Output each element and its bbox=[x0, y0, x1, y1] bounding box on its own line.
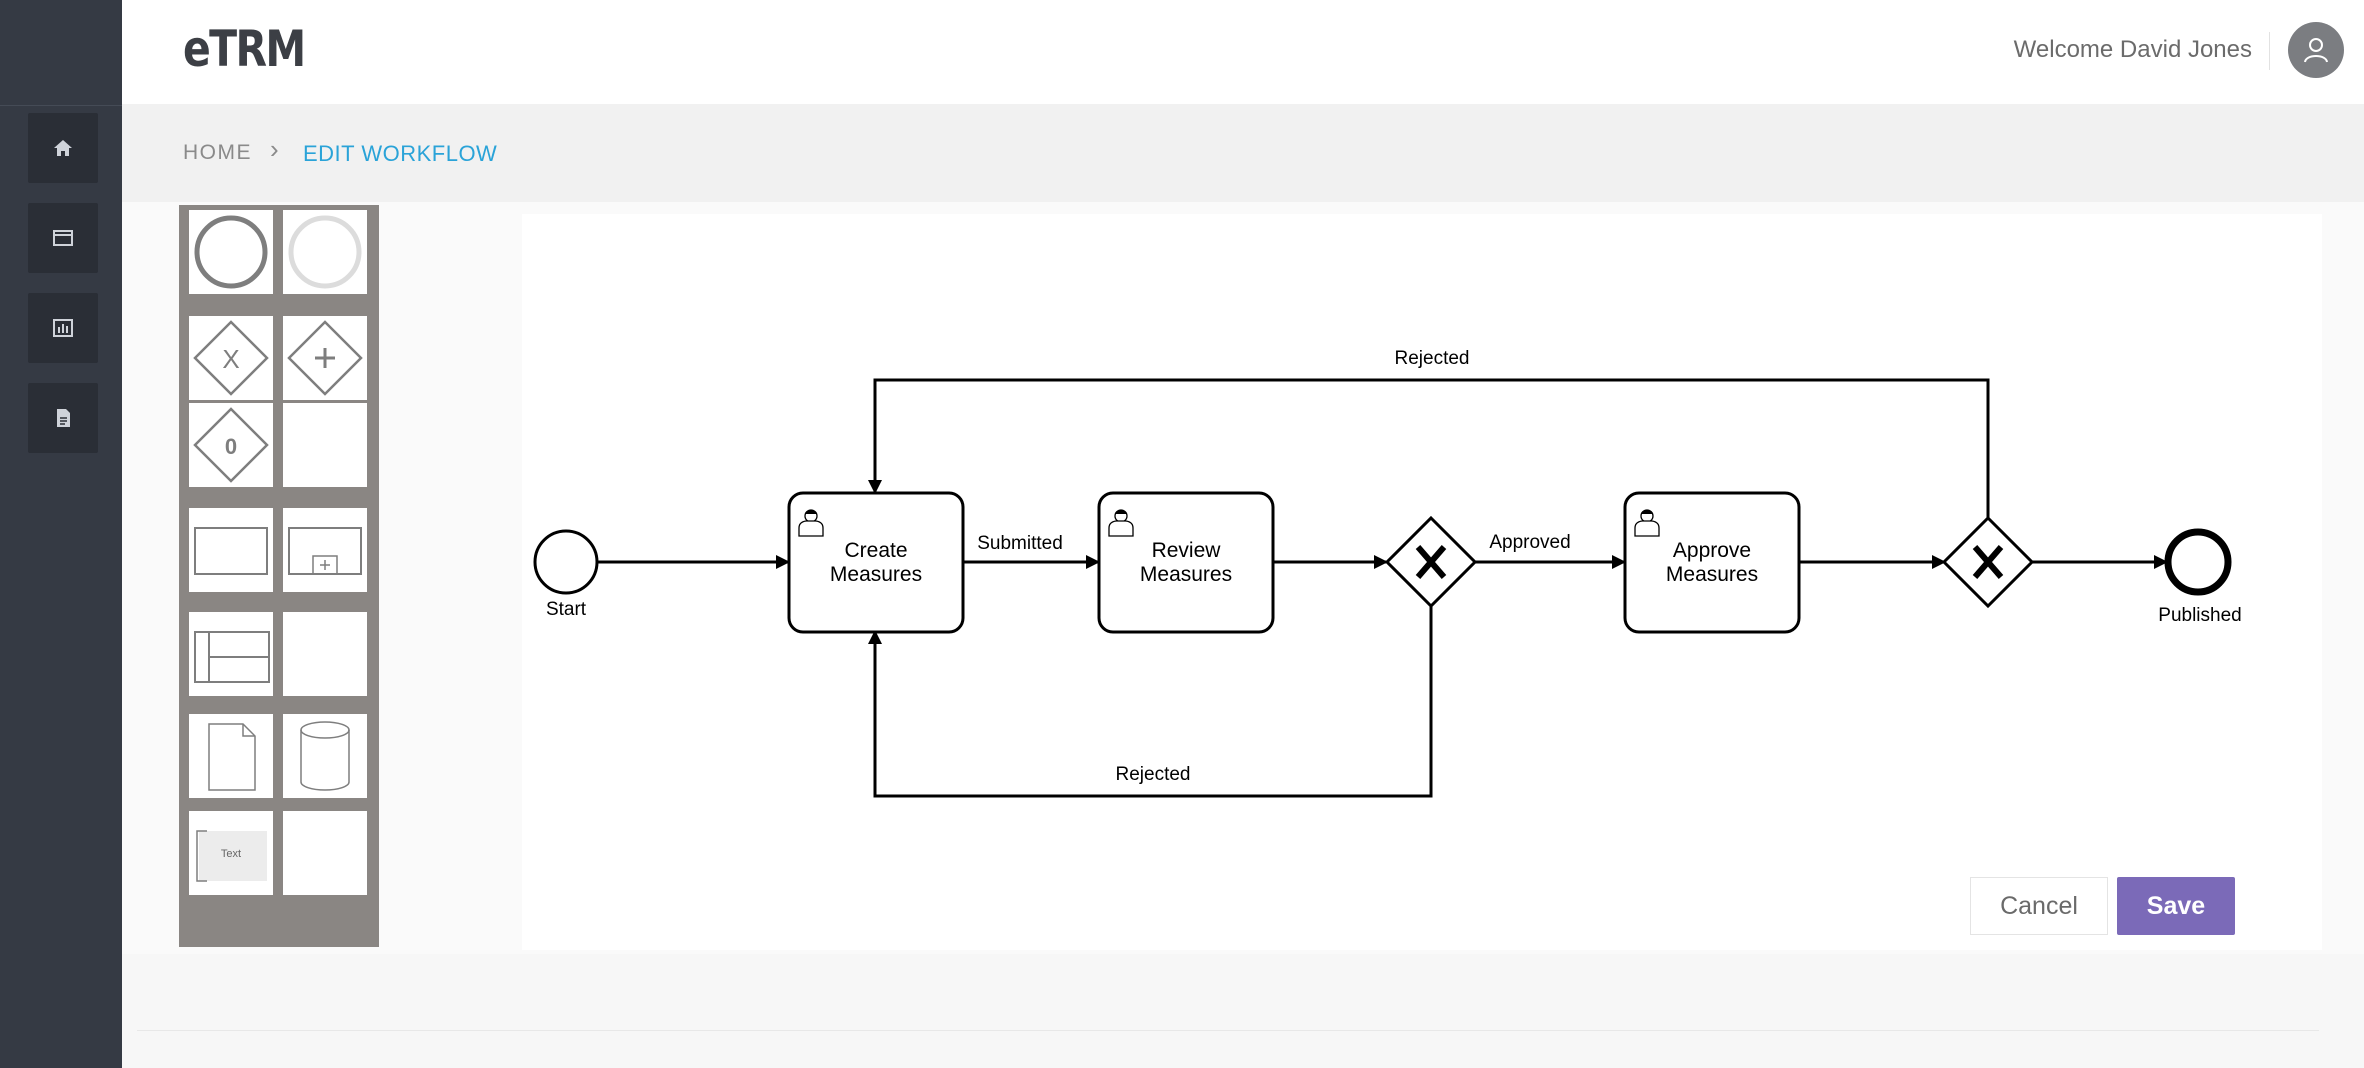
nav-chart-button[interactable] bbox=[28, 293, 98, 363]
flow-label-submitted: Submitted bbox=[977, 533, 1063, 554]
shape-palette: X 0 Text bbox=[179, 205, 379, 947]
side-nav bbox=[0, 0, 122, 1068]
nav-window-button[interactable] bbox=[28, 203, 98, 273]
nav-home-button[interactable] bbox=[28, 113, 98, 183]
user-icon bbox=[2304, 38, 2328, 63]
parallel-gateway-tool[interactable] bbox=[283, 316, 367, 400]
task-label-line2: Measures bbox=[1666, 563, 1758, 586]
empty-tool-slot bbox=[283, 612, 367, 696]
footer-divider bbox=[137, 1030, 2319, 1031]
pool-icon bbox=[194, 631, 270, 683]
top-header: eTRM Welcome David Jones bbox=[122, 0, 2364, 104]
start-event[interactable] bbox=[533, 529, 599, 595]
text-annotation-icon bbox=[196, 830, 267, 882]
task-approve-measures[interactable]: Approve Measures bbox=[1623, 491, 1801, 634]
app-logo: eTRM bbox=[183, 20, 306, 78]
task-create-measures[interactable]: Create Measures bbox=[787, 491, 965, 634]
end-event-tool[interactable] bbox=[283, 210, 367, 294]
flow-label-approved: Approved bbox=[1489, 532, 1570, 553]
svg-text:0: 0 bbox=[225, 434, 237, 459]
document-icon bbox=[57, 409, 70, 427]
exclusive-gateway-approve[interactable] bbox=[1941, 515, 2035, 609]
subprocess-icon bbox=[288, 527, 362, 575]
data-store-icon bbox=[300, 721, 350, 791]
empty-tool-slot bbox=[283, 811, 367, 895]
data-object-tool[interactable] bbox=[189, 714, 273, 798]
breadcrumb: HOME › EDIT WORKFLOW bbox=[122, 104, 2364, 202]
start-event-icon bbox=[194, 215, 268, 289]
task-tool[interactable] bbox=[189, 508, 273, 592]
end-label: Published bbox=[2158, 605, 2241, 626]
end-event-icon bbox=[288, 215, 362, 289]
task-review-measures[interactable]: Review Measures bbox=[1097, 491, 1275, 634]
exclusive-gateway-review[interactable] bbox=[1384, 515, 1478, 609]
inclusive-gateway-icon: 0 bbox=[193, 407, 269, 483]
task-label-line2: Measures bbox=[1140, 563, 1232, 586]
data-store-tool[interactable] bbox=[283, 714, 367, 798]
header-divider bbox=[2269, 32, 2270, 70]
chart-icon bbox=[53, 319, 73, 337]
rail-top bbox=[0, 0, 122, 106]
window-icon bbox=[53, 230, 73, 246]
flow-label-rejected-bottom: Rejected bbox=[1116, 764, 1191, 785]
start-label: Start bbox=[546, 599, 587, 620]
text-annotation-label: Text bbox=[220, 848, 242, 860]
inclusive-gateway-tool[interactable]: 0 bbox=[189, 403, 273, 487]
task-label-line1: Create bbox=[844, 539, 907, 562]
text-annotation-tool[interactable]: Text bbox=[189, 811, 273, 895]
flow-rejected-bottom[interactable] bbox=[868, 606, 1433, 798]
task-label-line2: Measures bbox=[830, 563, 922, 586]
task-icon bbox=[194, 527, 268, 575]
exclusive-gateway-icon: X bbox=[193, 320, 269, 396]
start-event-tool[interactable] bbox=[189, 210, 273, 294]
home-icon bbox=[54, 140, 72, 156]
user-avatar[interactable] bbox=[2288, 22, 2344, 78]
exclusive-gateway-tool[interactable]: X bbox=[189, 316, 273, 400]
save-button[interactable]: Save bbox=[2117, 877, 2235, 935]
breadcrumb-current: EDIT WORKFLOW bbox=[303, 141, 498, 166]
subprocess-tool[interactable] bbox=[283, 508, 367, 592]
data-object-icon bbox=[208, 723, 256, 791]
welcome-text: Welcome David Jones bbox=[2013, 36, 2252, 63]
task-label-line1: Approve bbox=[1673, 539, 1751, 562]
breadcrumb-home-link[interactable]: HOME bbox=[183, 141, 252, 164]
cancel-button[interactable]: Cancel bbox=[1970, 877, 2108, 935]
workflow-canvas[interactable]: Start Create Measures Review Measures Ap… bbox=[522, 214, 2322, 950]
empty-tool-slot bbox=[283, 403, 367, 487]
flow-rejected-top[interactable] bbox=[868, 378, 1990, 518]
task-label-line1: Review bbox=[1152, 539, 1222, 562]
parallel-gateway-icon bbox=[287, 320, 363, 396]
end-event[interactable] bbox=[2164, 528, 2232, 596]
nav-document-button[interactable] bbox=[28, 383, 98, 453]
flow-label-rejected-top: Rejected bbox=[1395, 348, 1470, 369]
svg-text:X: X bbox=[222, 344, 239, 374]
workflow-diagram: Start Create Measures Review Measures Ap… bbox=[533, 348, 2242, 798]
pool-tool[interactable] bbox=[189, 612, 273, 696]
chevron-right-icon: › bbox=[270, 134, 279, 164]
